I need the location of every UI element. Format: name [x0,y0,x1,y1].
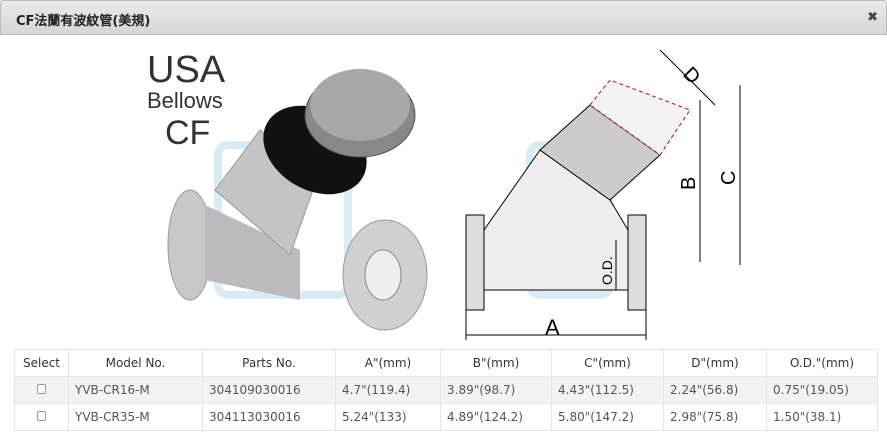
od-cell: 0.75"(19.05) [766,376,878,404]
parts-cell: 304113030016 [202,403,336,431]
col-a: A"(mm) [335,349,441,377]
col-model: Model No. [68,349,203,377]
dim-label-b: B [678,177,700,190]
dim-label-a: A [545,315,560,340]
dim-label-d: D [678,63,704,89]
select-checkbox[interactable] [37,411,46,421]
table-header-row: Select Model No. Parts No. A"(mm) B"(mm)… [14,349,878,377]
col-od: O.D."(mm) [766,349,878,377]
a-cell: 4.7"(119.4) [335,376,441,404]
select-checkbox[interactable] [37,384,46,394]
model-cell: YVB-CR35-M [68,403,203,431]
table-row: YVB-CR16-M 304109030016 4.7"(119.4) 3.89… [14,376,878,404]
b-cell: 3.89"(98.7) [440,376,552,404]
col-c: C"(mm) [551,349,664,377]
dim-label-c: C [718,171,740,185]
table-row: YVB-CR35-M 304113030016 5.24"(133) 4.89"… [14,403,878,431]
c-cell: 5.80"(147.2) [551,403,664,431]
logo-usa: USA [147,49,226,91]
d-cell: 2.24"(56.8) [663,376,767,404]
col-select: Select [14,349,69,377]
d-cell: 2.98"(75.8) [663,403,767,431]
parts-table: Select Model No. Parts No. A"(mm) B"(mm)… [14,349,878,431]
od-cell: 1.50"(38.1) [766,403,878,431]
logo-cf: CF [165,114,210,152]
a-cell: 5.24"(133) [335,403,441,431]
b-cell: 4.89"(124.2) [440,403,552,431]
model-cell: YVB-CR16-M [68,376,203,404]
dim-label-od: O.D. [599,256,615,285]
close-icon[interactable]: ✖ [867,10,878,25]
c-cell: 4.43"(112.5) [551,376,664,404]
dimension-drawing [465,49,741,340]
dialog-title: CF法蘭有波紋管(美規) [16,14,151,29]
parts-cell: 304109030016 [202,376,336,404]
col-parts: Parts No. [202,349,336,377]
dialog-titlebar: CF法蘭有波紋管(美規) ✖ [0,0,887,35]
product-photo: USA Bellows CF [147,49,428,331]
col-d: D"(mm) [663,349,767,377]
col-b: B"(mm) [440,349,552,377]
product-figure: USA Bellows CF A B C D O.D. [147,49,741,340]
logo-bellows: Bellows [147,88,223,113]
